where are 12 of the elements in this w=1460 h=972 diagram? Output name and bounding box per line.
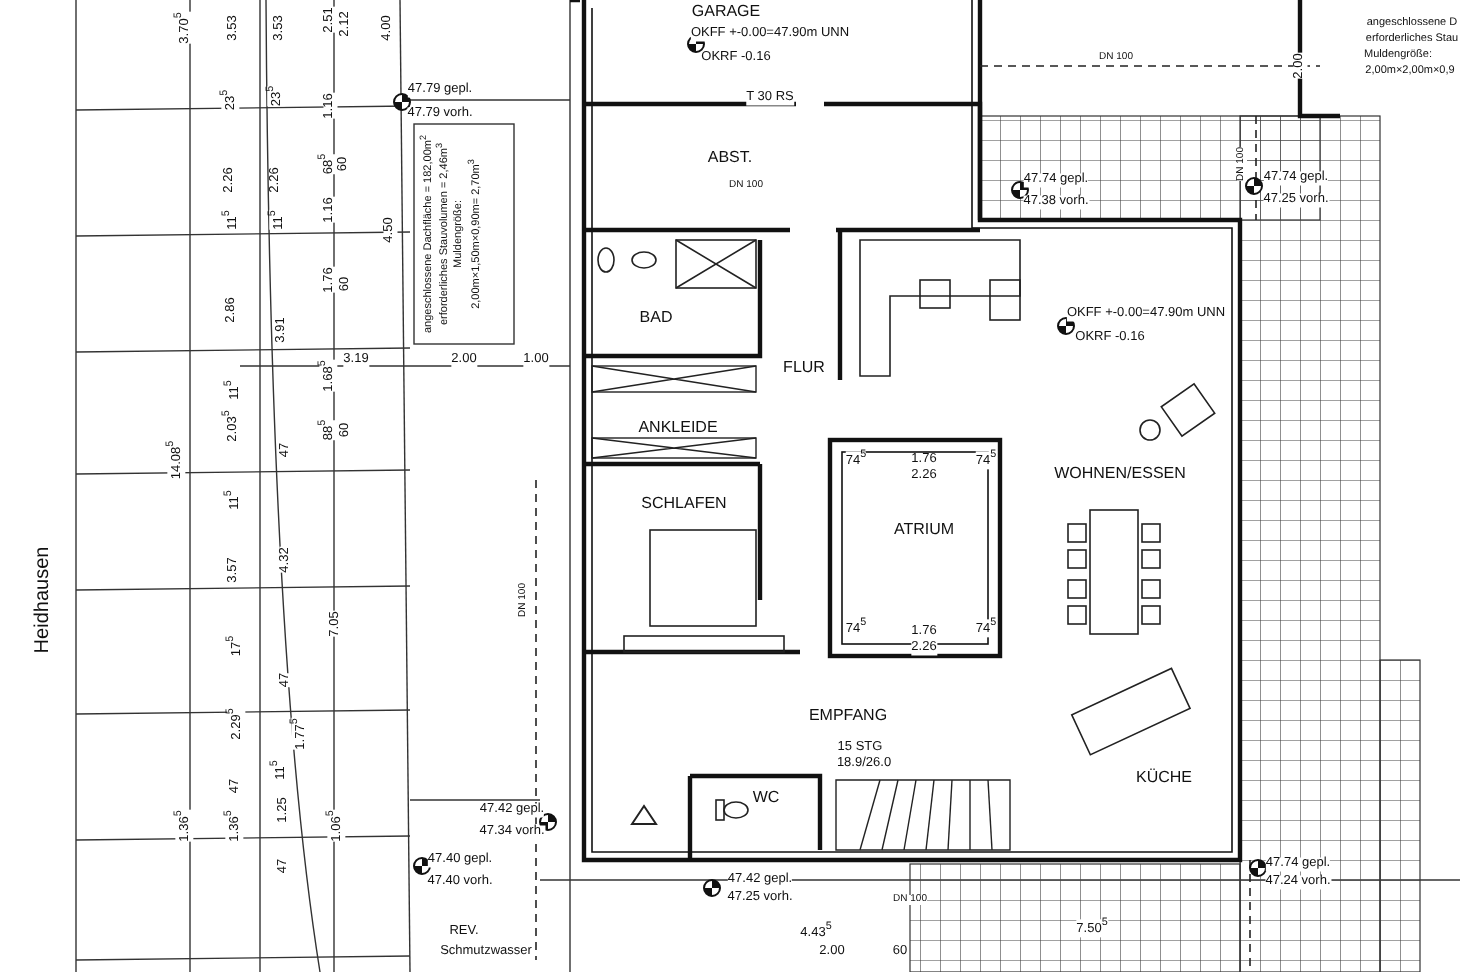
room-label: ATRIUM	[893, 522, 955, 538]
room-label: ANKLEIDE	[638, 420, 718, 436]
room-label: GARAGE	[691, 4, 761, 20]
room-label: ABST.	[707, 150, 753, 166]
room-label: EMPFANG	[808, 708, 888, 724]
room-label: KÜCHE	[1136, 770, 1192, 786]
street-name: Heidhausen	[34, 546, 54, 654]
room-label: SCHLAFEN	[641, 496, 727, 512]
room-label: WC	[752, 790, 780, 806]
room-label: WOHNEN/ESSEN	[1054, 466, 1186, 482]
room-label: FLUR	[783, 360, 825, 376]
room-label: BAD	[639, 310, 673, 326]
